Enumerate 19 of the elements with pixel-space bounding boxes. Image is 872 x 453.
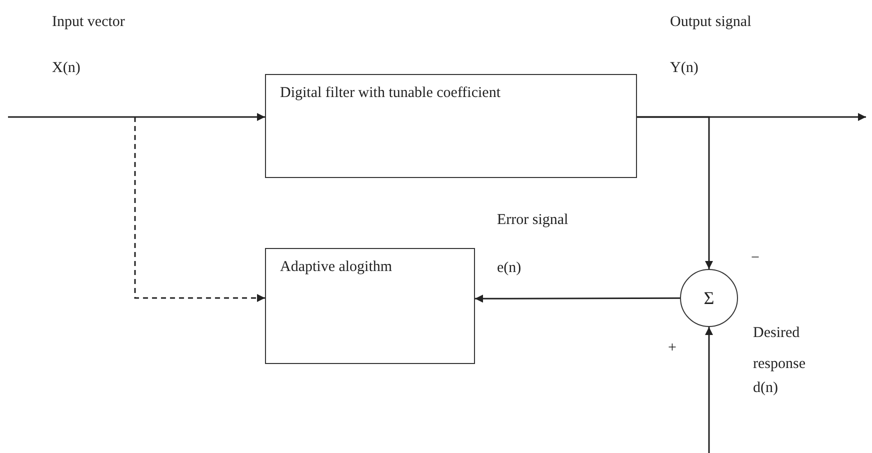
dashed-arrow bbox=[134, 117, 265, 302]
arrow bbox=[8, 113, 265, 121]
signal-label: Output signal bbox=[670, 14, 752, 31]
node-label: Σ bbox=[704, 288, 714, 308]
signal-label: + bbox=[668, 340, 676, 357]
signal-label: Error signal bbox=[497, 212, 568, 229]
signal-label: − bbox=[751, 250, 760, 267]
signal-label: X(n) bbox=[52, 60, 80, 77]
signal-label: d(n) bbox=[753, 380, 778, 397]
arrow bbox=[475, 294, 680, 303]
node-label: Adaptive alogithm bbox=[280, 259, 392, 275]
process-box bbox=[265, 248, 475, 364]
node-label: Digital filter with tunable coefficient bbox=[280, 85, 500, 101]
signal-label: Y(n) bbox=[670, 60, 698, 77]
process-box bbox=[265, 74, 637, 178]
signal-label: e(n) bbox=[497, 260, 522, 277]
arrow bbox=[705, 327, 713, 453]
arrow bbox=[637, 116, 713, 269]
signal-label: Input vector bbox=[52, 14, 125, 31]
